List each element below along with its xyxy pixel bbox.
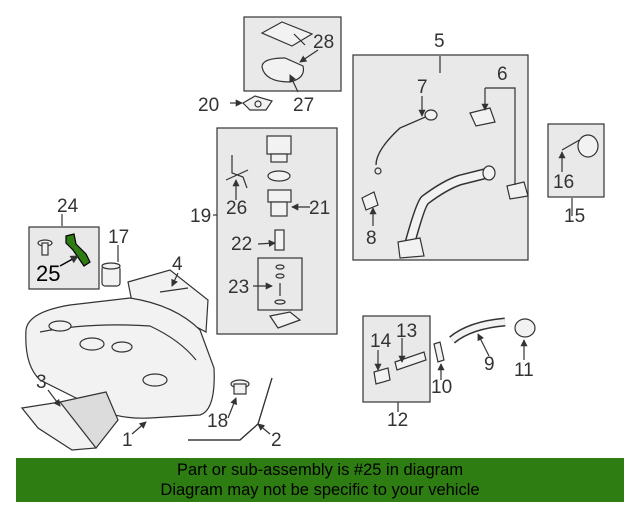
part-7-hose[interactable] [374, 109, 438, 175]
info-banner: Part or sub-assembly is #25 in diagram D… [16, 458, 624, 502]
leader-9 [477, 333, 490, 357]
group-box-5 [352, 54, 529, 261]
part-26-sender[interactable] [225, 155, 249, 189]
part-filler-pipe[interactable] [397, 165, 496, 259]
callout-22: 22 [231, 234, 252, 255]
callout-20: 20 [198, 95, 219, 116]
part-1-fuel-tank[interactable] [25, 297, 215, 419]
callout-14: 14 [370, 331, 392, 352]
leader-1 [131, 421, 147, 435]
part-fuel-pump-assembly[interactable] [266, 135, 302, 329]
part-16-filler-door[interactable] [561, 134, 599, 158]
callout-5: 5 [434, 31, 445, 52]
part-6-brackets[interactable] [469, 107, 529, 200]
leader-27 [289, 74, 299, 93]
callout-8: 8 [366, 228, 377, 249]
callout-9: 9 [484, 354, 495, 375]
callout-12: 12 [387, 410, 408, 431]
callout-13: 13 [396, 321, 417, 342]
callout-28: 28 [313, 32, 334, 53]
part-11-cap[interactable] [514, 318, 536, 338]
leader-18 [227, 397, 238, 419]
callout-26: 26 [226, 198, 247, 219]
callout-11: 11 [514, 360, 534, 381]
callout-23: 23 [228, 277, 249, 298]
part-9-hose[interactable] [449, 317, 506, 344]
callout-10: 10 [431, 377, 452, 398]
group-box-15 [547, 123, 605, 198]
part-23-filter-kit[interactable] [274, 264, 286, 305]
leader-3 [47, 389, 61, 407]
banner-line-disclaimer: Diagram may not be specific to your vehi… [160, 481, 480, 499]
part-18-grommet[interactable] [230, 379, 250, 395]
callout-17: 17 [108, 227, 129, 248]
banner-line-part-number: Part or sub-assembly is #25 in diagram [176, 461, 464, 479]
callout-1: 1 [122, 430, 133, 451]
callout-21: 21 [309, 198, 330, 219]
part-8-clip[interactable] [361, 191, 379, 211]
part-13-14-labels[interactable] [373, 351, 427, 385]
callout-15: 15 [564, 206, 585, 227]
callout-7: 7 [417, 77, 428, 98]
callout-4: 4 [172, 254, 183, 275]
part-2-strap[interactable] [188, 377, 273, 441]
part-10-seal[interactable] [433, 341, 445, 363]
callout-24: 24 [57, 196, 79, 217]
leader-4 [171, 272, 179, 287]
leader-2 [257, 423, 271, 435]
callout-2: 2 [271, 430, 282, 451]
leader-28 [299, 49, 319, 63]
exploded-parts-diagram: 27 28 20 5 7 6 8 16 15 19 26 21 22 23 24… [20, 16, 605, 451]
callout-18: 18 [207, 411, 228, 432]
callout-6: 6 [497, 64, 508, 85]
callout-27: 27 [293, 95, 314, 116]
callout-16: 16 [553, 172, 574, 193]
part-24-bolt[interactable] [37, 239, 53, 256]
part-3-pad[interactable] [20, 391, 119, 451]
leader-6b [485, 87, 516, 185]
callout-25: 25 [36, 261, 60, 286]
part-20-bracket[interactable] [242, 95, 273, 111]
callout-3: 3 [36, 372, 47, 393]
part-25-highlighted[interactable] [59, 233, 91, 267]
leader-22 [257, 239, 276, 247]
part-17-valve[interactable] [101, 262, 121, 287]
callout-19: 19 [190, 206, 211, 227]
